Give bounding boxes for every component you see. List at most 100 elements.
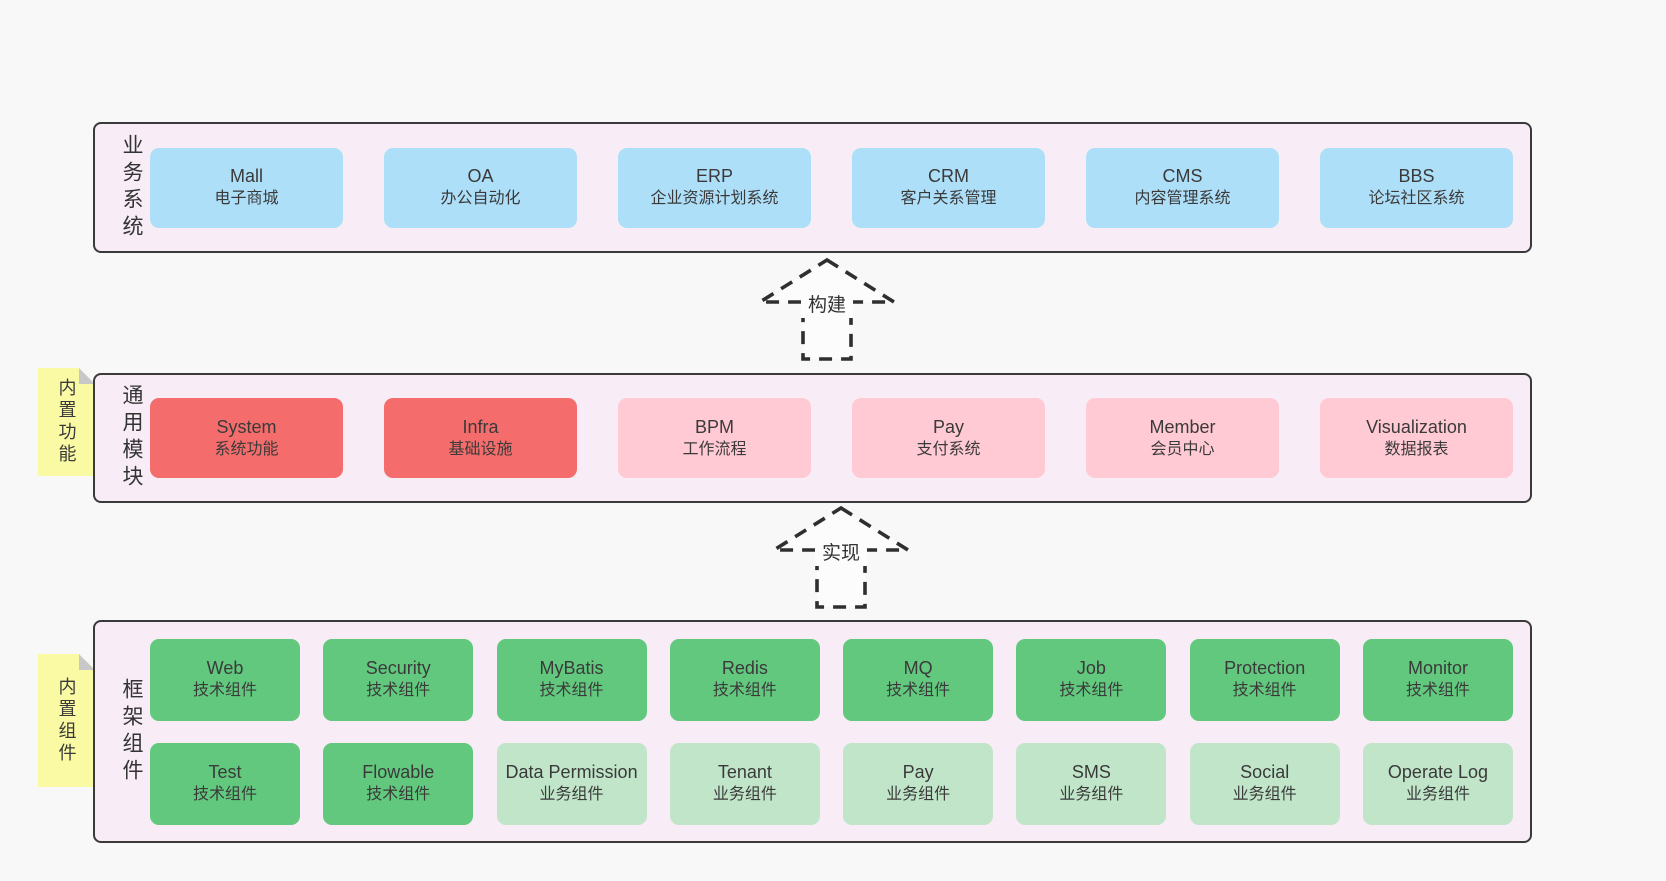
box-cms: CMS 内容管理系统 <box>1086 147 1279 228</box>
box-title: Flowable <box>362 762 435 782</box>
box-security: Security 技术组件 <box>323 638 474 721</box>
box-subtitle: 内容管理系统 <box>1134 190 1231 208</box>
box-sms: SMS 业务组件 <box>1016 742 1167 825</box>
box-flowable: Flowable 技术组件 <box>323 742 474 825</box>
box-title: Protection <box>1224 658 1306 678</box>
box-subtitle: 办公自动化 <box>440 190 521 208</box>
box-title: CMS <box>1162 166 1203 186</box>
box-system: System 系统功能 <box>150 398 343 478</box>
box-title: System <box>216 416 277 437</box>
box-title: MyBatis <box>539 658 604 678</box>
box-subtitle: 技术组件 <box>192 786 257 804</box>
sticky-note-label: 内置功能 <box>56 378 77 466</box>
box-infra: Infra 基础设施 <box>384 398 577 478</box>
box-subtitle: 电子商城 <box>214 190 279 208</box>
box-subtitle: 数据报表 <box>1384 440 1449 458</box>
build-up-arrow-icon: 构建 <box>757 257 897 361</box>
box-data-permission: Data Permission 业务组件 <box>496 742 647 825</box>
box-subtitle: 技术组件 <box>1059 682 1124 700</box>
common-modules-row: System 系统功能 Infra 基础设施 BPM 工作流程 Pay 支付系统… <box>142 398 1530 478</box>
box-title: Member <box>1149 416 1216 437</box>
box-subtitle: 基础设施 <box>448 440 513 458</box>
box-subtitle: 技术组件 <box>539 682 604 700</box>
box-title: Monitor <box>1407 658 1468 678</box>
box-subtitle: 技术组件 <box>366 786 431 804</box>
box-title: SMS <box>1071 762 1111 782</box>
box-bbs: BBS 论坛社区系统 <box>1320 147 1513 228</box>
box-protection: Protection 技术组件 <box>1189 638 1340 721</box>
box-title: Mall <box>229 166 263 186</box>
box-member: Member 会员中心 <box>1086 398 1279 478</box>
box-subtitle: 企业资源计划系统 <box>650 190 779 208</box>
framework-components-rows: Web 技术组件 Security 技术组件 MyBatis 技术组件 Redi… <box>142 638 1530 825</box>
box-title: Test <box>208 762 242 782</box>
implement-up-arrow-icon: 实现 <box>771 505 911 609</box>
box-title: Pay <box>902 762 934 782</box>
box-subtitle: 技术组件 <box>192 682 257 700</box>
box-title: Operate Log <box>1387 762 1488 782</box>
box-subtitle: 业务组件 <box>712 786 777 804</box>
box-operate-log: Operate Log 业务组件 <box>1362 742 1513 825</box>
box-subtitle: 技术组件 <box>1405 682 1470 700</box>
box-title: CRM <box>928 166 969 186</box>
arrow-label-backing <box>815 540 867 566</box>
box-visualization: Visualization 数据报表 <box>1320 398 1513 478</box>
box-test: Test 技术组件 <box>150 742 300 825</box>
business-components-row: Test 技术组件 Flowable 技术组件 Data Permission … <box>150 742 1513 825</box>
box-mybatis: MyBatis 技术组件 <box>496 638 647 721</box>
box-subtitle: 业务组件 <box>1232 786 1297 804</box>
box-subtitle: 会员中心 <box>1150 440 1215 458</box>
box-mall: Mall 电子商城 <box>150 147 343 228</box>
arrow-label-backing <box>801 292 853 318</box>
box-title: BPM <box>694 416 734 437</box>
section-common-modules: 通用模块 System 系统功能 Infra 基础设施 BPM 工作流程 Pay… <box>93 373 1532 503</box>
box-subtitle: 业务组件 <box>1405 786 1470 804</box>
box-title: Social <box>1240 762 1290 782</box>
box-tenant: Tenant 业务组件 <box>669 742 820 825</box>
section-label: 框架组件 <box>120 677 143 786</box>
box-bpm: BPM 工作流程 <box>618 398 811 478</box>
box-title: MQ <box>903 658 933 678</box>
box-title: Job <box>1076 658 1106 678</box>
box-title: Visualization <box>1366 416 1467 437</box>
section-framework-components: 框架组件 Web 技术组件 Security 技术组件 MyBatis 技术组件… <box>93 620 1532 843</box>
box-title: OA <box>467 166 494 186</box>
sticky-note-built-in-components: 内置组件 <box>38 654 95 787</box>
box-crm: CRM 客户关系管理 <box>852 147 1045 228</box>
section-business-systems: 业务系统 Mall 电子商城 OA 办公自动化 ERP 企业资源计划系统 CRM… <box>93 122 1532 253</box>
business-systems-row: Mall 电子商城 OA 办公自动化 ERP 企业资源计划系统 CRM 客户关系… <box>142 147 1530 228</box>
box-oa: OA 办公自动化 <box>384 147 577 228</box>
box-subtitle: 支付系统 <box>916 440 981 458</box>
box-subtitle: 技术组件 <box>712 682 777 700</box>
box-subtitle: 系统功能 <box>214 440 279 458</box>
box-social: Social 业务组件 <box>1189 742 1340 825</box>
sticky-note-built-in-features: 内置功能 <box>38 368 95 476</box>
box-title: Pay <box>932 416 965 437</box>
box-pay-business: Pay 业务组件 <box>843 742 994 825</box>
box-subtitle: 论坛社区系统 <box>1368 190 1465 208</box>
section-label: 通用模块 <box>120 384 143 492</box>
tech-components-row: Web 技术组件 Security 技术组件 MyBatis 技术组件 Redi… <box>150 638 1513 721</box>
box-subtitle: 业务组件 <box>1059 786 1124 804</box>
arrow-build-label: 构建 <box>808 294 846 316</box>
box-mq: MQ 技术组件 <box>843 638 994 721</box>
box-title: Web <box>206 658 244 678</box>
box-subtitle: 技术组件 <box>1232 682 1297 700</box>
box-pay: Pay 支付系统 <box>852 398 1045 478</box>
box-title: Data Permission <box>505 762 638 782</box>
box-subtitle: 技术组件 <box>366 682 431 700</box>
box-subtitle: 业务组件 <box>886 786 951 804</box>
box-job: Job 技术组件 <box>1016 638 1167 721</box>
box-redis: Redis 技术组件 <box>669 638 820 721</box>
box-title: BBS <box>1398 166 1435 186</box>
sticky-note-label: 内置组件 <box>56 676 77 765</box>
box-subtitle: 工作流程 <box>682 440 747 458</box>
arrow-implement-label: 实现 <box>822 542 860 564</box>
box-title: Redis <box>721 658 768 678</box>
box-subtitle: 客户关系管理 <box>900 190 997 208</box>
box-web: Web 技术组件 <box>150 638 300 721</box>
box-erp: ERP 企业资源计划系统 <box>618 147 811 228</box>
box-title: Security <box>365 658 431 678</box>
box-subtitle: 业务组件 <box>539 786 604 804</box>
